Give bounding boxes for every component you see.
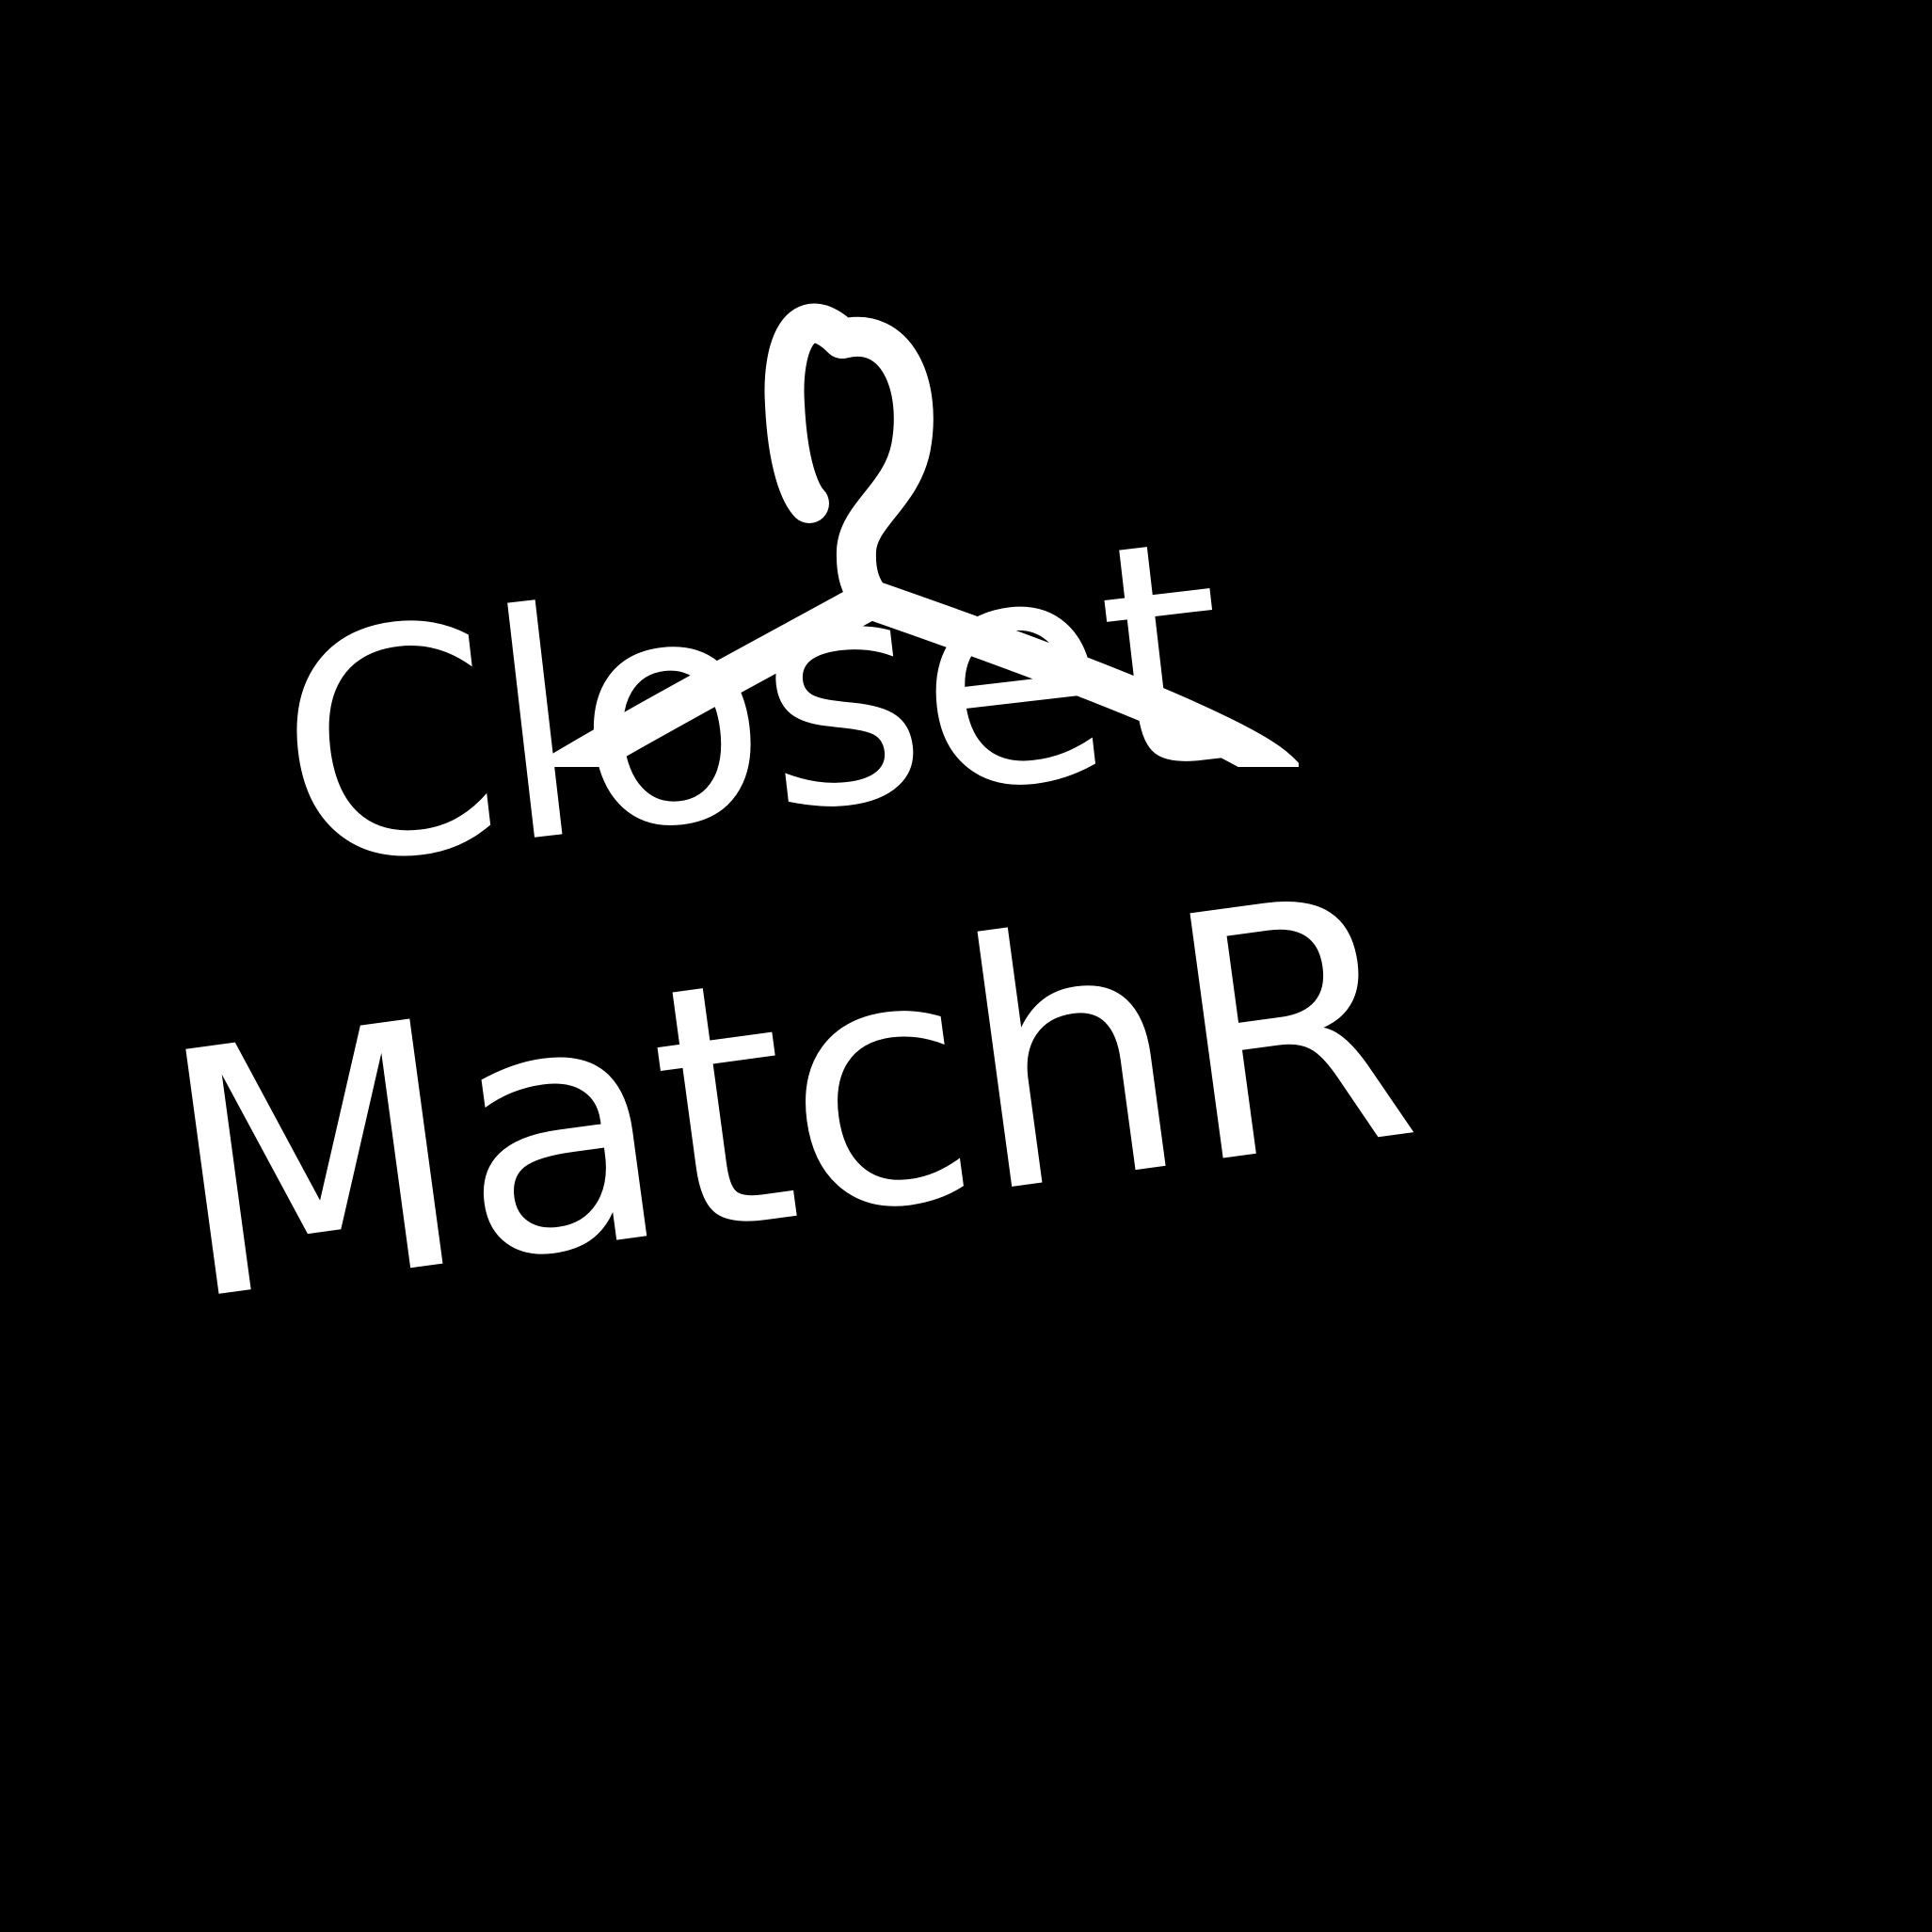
wordmark-line-matchr: MatchR — [143, 820, 1430, 1378]
clothes-hanger-icon — [358, 212, 1299, 767]
